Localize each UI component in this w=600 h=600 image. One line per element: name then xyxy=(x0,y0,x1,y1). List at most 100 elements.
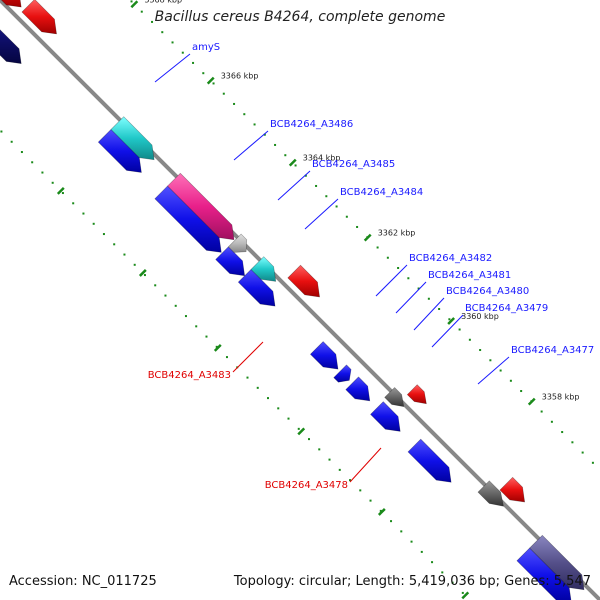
tick-dot xyxy=(571,441,574,444)
tick-dot xyxy=(164,294,167,297)
tick-dot xyxy=(102,233,105,236)
tick-dot xyxy=(154,284,157,287)
tick-dot xyxy=(540,410,543,413)
gene-label-a3481-leader xyxy=(395,281,427,314)
gene-label-a3483: BCB4264_A3483 xyxy=(148,370,231,381)
tick-dot xyxy=(161,31,164,34)
tick-label: 3368 kbp xyxy=(144,0,182,4)
tick-dot xyxy=(345,215,348,218)
tick-mark xyxy=(363,233,372,242)
gene-label-a3486-leader xyxy=(233,130,269,161)
gene-label-a3485-leader xyxy=(277,170,311,201)
tick-dot xyxy=(263,133,266,136)
tick-mark xyxy=(56,187,65,195)
gene-a3478-cds xyxy=(406,384,427,405)
tick-dot xyxy=(113,243,116,246)
tick-dot xyxy=(31,161,34,164)
tick-dot xyxy=(256,386,259,389)
gene-a3484-cds xyxy=(237,268,276,307)
tick-label: 3358 kbp xyxy=(542,393,580,402)
gene-a3484-class xyxy=(250,256,277,282)
tick-dot xyxy=(82,212,85,215)
tick-label: 3360 kbp xyxy=(461,312,499,321)
gene-label-a3482: BCB4264_A3482 xyxy=(409,253,492,264)
tick-dot xyxy=(369,499,372,502)
tick-dot xyxy=(181,51,184,54)
gene-right-class xyxy=(529,534,585,591)
tick-dot xyxy=(376,246,379,249)
tick-dot xyxy=(349,479,352,482)
tick-mark xyxy=(377,508,386,516)
tick-dot xyxy=(51,181,54,184)
tick-dot xyxy=(581,451,584,454)
tick-dot xyxy=(338,468,341,471)
tick-dot xyxy=(431,561,434,564)
tick-dot xyxy=(550,420,553,423)
tick-mark xyxy=(138,269,147,277)
tick-mark xyxy=(206,76,215,85)
tick-dot xyxy=(386,256,389,259)
gene-a3485-class xyxy=(227,233,248,253)
gene-a3478-class xyxy=(384,387,405,407)
tick-dot xyxy=(212,82,215,85)
tick-dot xyxy=(591,461,594,464)
tick-dot xyxy=(284,154,287,157)
tick-dot xyxy=(400,530,403,533)
tick-dot xyxy=(379,509,382,512)
tick-dot xyxy=(266,397,269,400)
tick-label: 3362 kbp xyxy=(378,229,416,238)
gene-label-a3480: BCB4264_A3480 xyxy=(446,286,529,297)
tick-dot xyxy=(356,225,359,228)
tick-dot xyxy=(410,540,413,543)
gene-label-amys-leader xyxy=(154,53,191,83)
tick-mark xyxy=(461,591,470,600)
gene-label-a3483-leader xyxy=(232,341,264,373)
tick-dot xyxy=(359,489,362,492)
tick-dot xyxy=(468,338,471,341)
tick-dot xyxy=(215,345,218,348)
tick-dot xyxy=(92,222,95,225)
tick-dot xyxy=(458,328,461,331)
tick-mark xyxy=(130,0,139,9)
gene-label-a3477: BCB4264_A3477 xyxy=(511,345,594,356)
tick-dot xyxy=(420,550,423,553)
tick-dot xyxy=(397,266,400,269)
tick-dot xyxy=(441,571,444,574)
gene-a3486-class xyxy=(167,172,235,241)
gene-label-a3482-leader xyxy=(375,264,408,297)
gene-label-a3485: BCB4264_A3485 xyxy=(312,159,395,170)
tick-dot xyxy=(277,407,280,410)
tick-dot xyxy=(318,448,321,451)
gene-label-a3478: BCB4264_A3478 xyxy=(265,480,348,491)
tick-dot xyxy=(451,581,454,584)
tick-mark xyxy=(527,397,536,406)
tick-dot xyxy=(192,61,195,64)
tick-label: 3364 kbp xyxy=(303,154,341,163)
tick-dot xyxy=(20,151,23,154)
gene-label-amys: amyS xyxy=(192,42,220,53)
gene-label-a3478-leader xyxy=(349,447,382,483)
tick-dot xyxy=(438,308,441,311)
tick-dot xyxy=(448,318,451,321)
tick-label: 3366 kbp xyxy=(221,72,259,81)
tick-dot xyxy=(0,130,3,133)
gene-amys-class xyxy=(110,116,155,161)
gene-label-a3484-leader xyxy=(304,198,339,230)
tick-dot xyxy=(287,417,290,420)
tick-dot xyxy=(10,140,13,143)
tick-dot xyxy=(133,263,136,266)
tick-dot xyxy=(184,315,187,318)
tick-dot xyxy=(195,325,198,328)
topology-summary: Topology: circular; Length: 5,419,036 bp… xyxy=(233,574,591,589)
tick-dot xyxy=(174,304,177,307)
tick-dot xyxy=(222,92,225,95)
gene-label-a3480-leader xyxy=(413,297,445,331)
tick-dot xyxy=(143,274,146,277)
gene-right-red xyxy=(499,476,526,503)
gene-left-navy xyxy=(0,29,22,64)
